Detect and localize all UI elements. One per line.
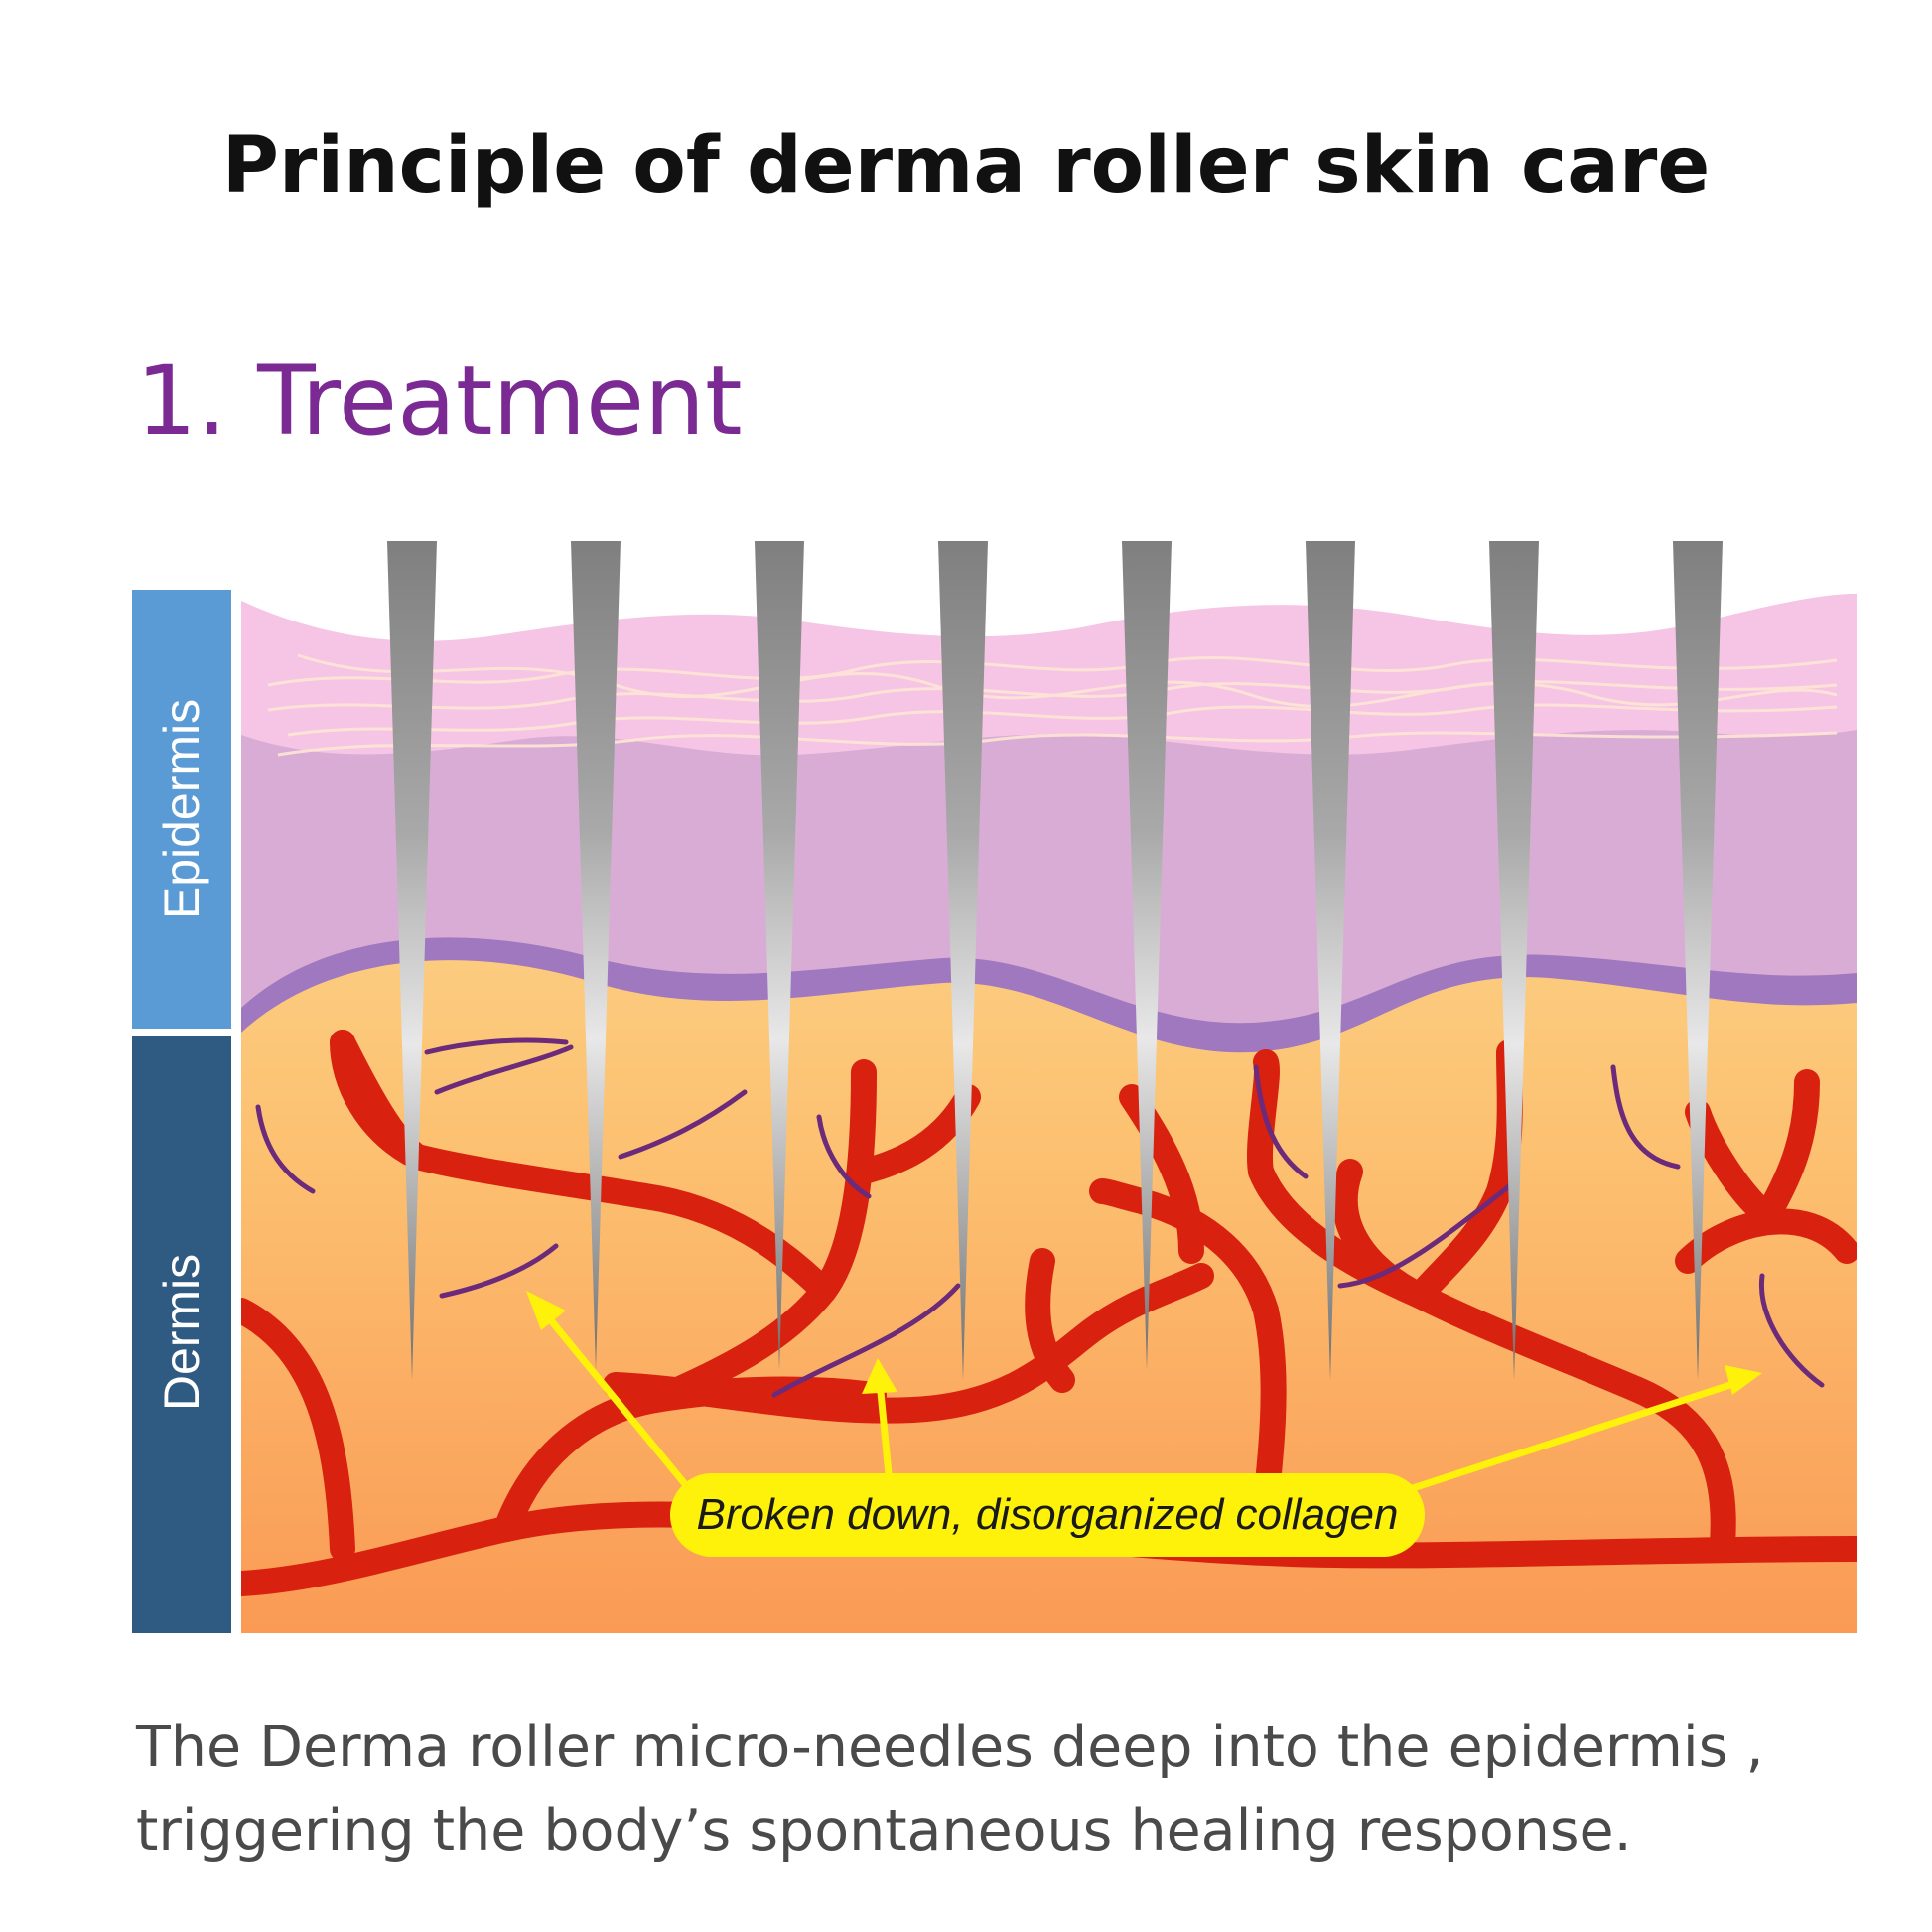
needle [1673,541,1723,1380]
needle [938,541,988,1380]
needle [1489,541,1539,1380]
needle [755,541,804,1370]
dermis-label-bar [132,1036,231,1633]
collagen-strands [255,1037,1825,1398]
stratum-corneum-top [241,586,1857,641]
micro-needles [387,541,1723,1380]
caption-line-2: triggering the body’s spontaneous healin… [136,1798,1632,1863]
caption-line-1: The Derma roller micro-needles deep into… [136,1715,1764,1780]
needle [387,541,437,1380]
needle [1306,541,1355,1380]
caption: The Derma roller micro-needles deep into… [136,1706,1883,1872]
callout-text: Broken down, disorganized collagen [697,1490,1399,1539]
dermis-label: Dermis [154,1254,209,1411]
callout-bubble [670,1473,1425,1557]
section-heading: 1. Treatment [136,345,743,457]
page-title: Principle of derma roller skin care [221,121,1711,210]
epidermis-label-bar [132,590,231,1029]
needle [1122,541,1172,1370]
epidermis-label: Epidermis [154,699,209,919]
needle [571,541,621,1370]
callout-arrows [526,1291,1762,1493]
